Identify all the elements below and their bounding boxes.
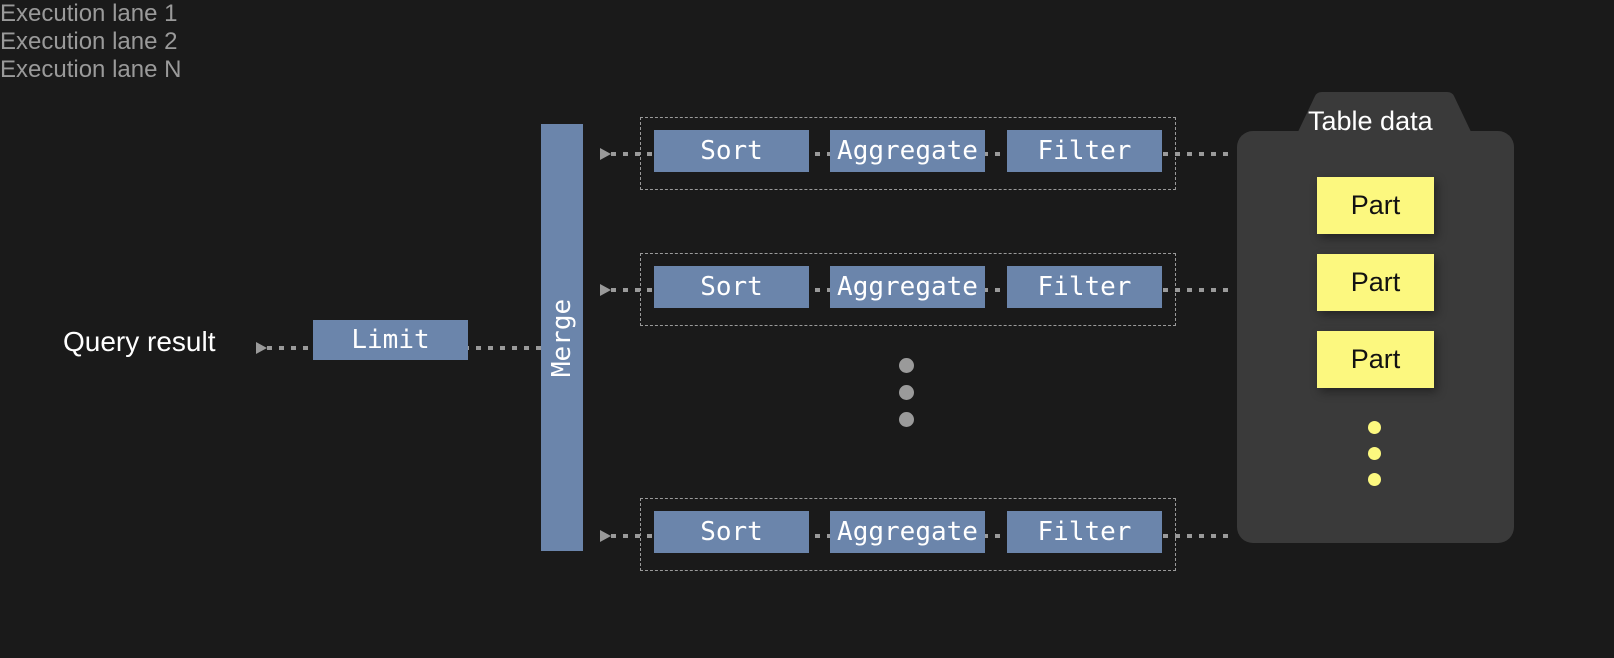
- lane-2-sort-node[interactable]: Sort: [654, 266, 809, 308]
- lane-ellipsis-dot: [899, 412, 914, 427]
- part-label: Part: [1350, 267, 1401, 297]
- lane-1-sort-node[interactable]: Sort: [654, 130, 809, 172]
- part-ellipsis-dot: [1368, 421, 1381, 434]
- lane-ellipsis-dot: [899, 385, 914, 400]
- table-data-title: Table data: [1308, 106, 1433, 136]
- part-label: Part: [1350, 344, 1401, 374]
- part-ellipsis-dot: [1368, 473, 1381, 486]
- lane-n-frame: [640, 498, 1176, 571]
- lane-1-filter-label: Filter: [1037, 136, 1132, 166]
- lane-2-aggregate-node[interactable]: Aggregate: [830, 266, 985, 308]
- lane-n-aggregate-label: Aggregate: [837, 517, 978, 547]
- lane-n-title: Execution lane N: [0, 56, 182, 83]
- lane-1-filter-node[interactable]: Filter: [1007, 130, 1162, 172]
- lane-2-title: Execution lane 2: [0, 28, 178, 55]
- limit-node[interactable]: Limit: [313, 320, 468, 360]
- lane-2-sort-label: Sort: [700, 272, 763, 302]
- merge-label: Merge: [547, 298, 577, 377]
- part-ellipsis-dot: [1368, 447, 1381, 460]
- lane-1-aggregate-label: Aggregate: [837, 136, 978, 166]
- lane-ellipsis-dot: [899, 358, 914, 373]
- query-result-label: Query result: [63, 326, 216, 357]
- limit-label: Limit: [351, 325, 430, 355]
- lane-1-title: Execution lane 1: [0, 0, 178, 27]
- lane-1-aggregate-node[interactable]: Aggregate: [830, 130, 985, 172]
- lane-n-sort-node[interactable]: Sort: [654, 511, 809, 553]
- lane-n-filter-label: Filter: [1037, 517, 1132, 547]
- lane-2-filter-node[interactable]: Filter: [1007, 266, 1162, 308]
- part-box-1[interactable]: Part: [1317, 177, 1434, 234]
- lane-1-frame: [640, 117, 1176, 190]
- part-box-3[interactable]: Part: [1317, 331, 1434, 388]
- lane-1-sort-label: Sort: [700, 136, 763, 166]
- lane-2-frame: [640, 253, 1176, 326]
- merge-node[interactable]: Merge: [541, 124, 583, 551]
- lane-2-aggregate-label: Aggregate: [837, 272, 978, 302]
- lane-n-filter-node[interactable]: Filter: [1007, 511, 1162, 553]
- lane-n-sort-label: Sort: [700, 517, 763, 547]
- lane-2-filter-label: Filter: [1037, 272, 1132, 302]
- lane-n-aggregate-node[interactable]: Aggregate: [830, 511, 985, 553]
- part-box-2[interactable]: Part: [1317, 254, 1434, 311]
- part-label: Part: [1350, 190, 1401, 220]
